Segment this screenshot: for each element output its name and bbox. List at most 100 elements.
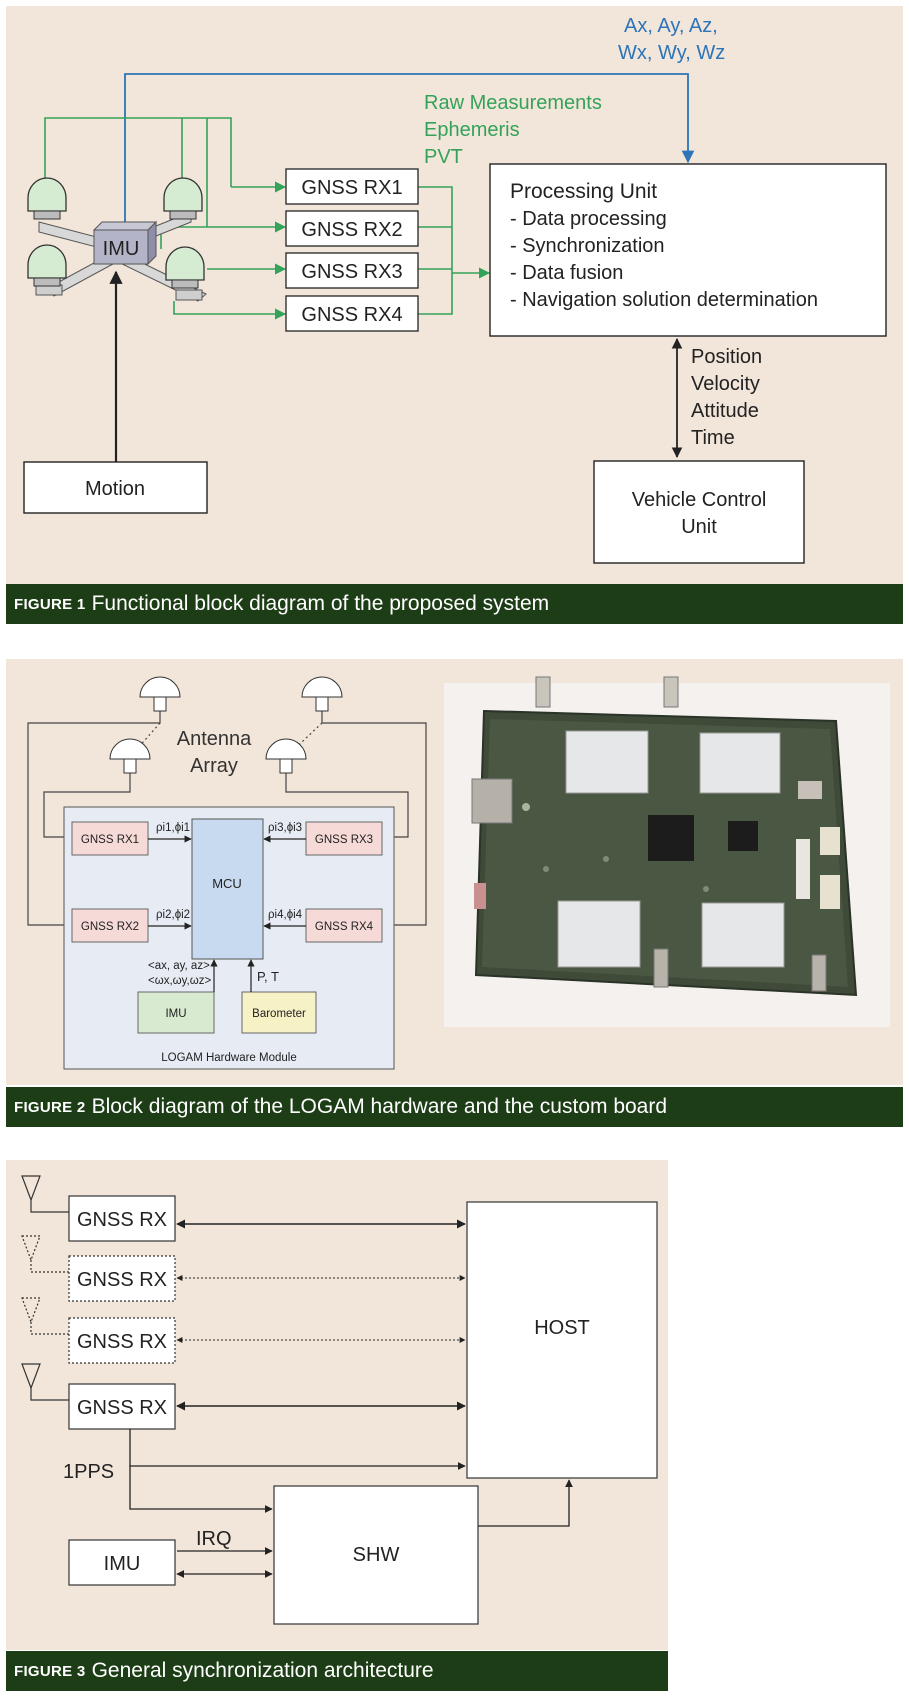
module-label: LOGAM Hardware Module bbox=[161, 1052, 297, 1064]
figure3-panel: GNSS RX GNSS RX GNSS RX GNSS RX HOST bbox=[6, 1160, 668, 1650]
svg-text:GNSS RX4: GNSS RX4 bbox=[301, 304, 402, 326]
svg-text:GNSS RX: GNSS RX bbox=[77, 1209, 167, 1231]
mcu-label: MCU bbox=[212, 876, 242, 891]
antenna-icon bbox=[21, 1235, 69, 1273]
irq-label: IRQ bbox=[196, 1528, 232, 1550]
imu-signal-label-1: Ax, Ay, Az, bbox=[624, 15, 718, 37]
pps-label: 1PPS bbox=[63, 1461, 114, 1483]
svg-text:Vehicle Control: Vehicle Control bbox=[632, 489, 767, 511]
processing-task: - Data processing bbox=[510, 208, 667, 230]
barometer-block: Barometer bbox=[241, 991, 317, 1034]
svg-text:SHW: SHW bbox=[353, 1544, 400, 1566]
processing-unit-block: Processing Unit - Data processing - Sync… bbox=[489, 163, 887, 337]
host-block: HOST bbox=[466, 1201, 658, 1479]
mcu-block bbox=[191, 818, 264, 960]
svg-text:GNSS RX2: GNSS RX2 bbox=[81, 921, 139, 933]
svg-text:HOST: HOST bbox=[534, 1317, 590, 1339]
output-position: Position bbox=[691, 346, 762, 368]
gnss-receiver-3: GNSS RX3 bbox=[285, 252, 419, 289]
svg-text:IMU: IMU bbox=[165, 1008, 186, 1020]
svg-text:GNSS RX1: GNSS RX1 bbox=[81, 834, 139, 846]
output-attitude: Attitude bbox=[691, 400, 759, 422]
gnss-receiver-2: GNSS RX2 bbox=[71, 908, 149, 943]
svg-text:GNSS RX: GNSS RX bbox=[77, 1331, 167, 1353]
svg-text:GNSS RX4: GNSS RX4 bbox=[315, 921, 374, 933]
gnss-receiver-2: GNSS RX2 bbox=[285, 210, 419, 247]
svg-text:GNSS RX2: GNSS RX2 bbox=[301, 219, 402, 241]
figure3-diagram: GNSS RX GNSS RX GNSS RX GNSS RX HOST bbox=[21, 1175, 658, 1625]
gnss-receiver-1: GNSS RX1 bbox=[71, 821, 149, 856]
gnss-receiver: GNSS RX bbox=[68, 1195, 176, 1242]
shw-host-link bbox=[478, 1479, 573, 1527]
processing-task: - Navigation solution determination bbox=[510, 289, 818, 311]
svg-text:GNSS RX: GNSS RX bbox=[77, 1269, 167, 1291]
meas-label: ρi3,ϕi3 bbox=[268, 822, 302, 834]
imu-signal-label: <ax, ay, az> bbox=[148, 960, 210, 972]
svg-text:Motion: Motion bbox=[85, 478, 145, 500]
gnss-receiver-1: GNSS RX1 bbox=[285, 168, 419, 205]
imu-signal-label: <ωx,ωy,ωz> bbox=[148, 975, 211, 987]
caption-text: Functional block diagram of the proposed… bbox=[91, 592, 550, 615]
processing-task: - Data fusion bbox=[510, 262, 623, 284]
gnss-receiver-4: GNSS RX4 bbox=[305, 908, 383, 943]
figure2-panel: Antenna Array LOGAM Hardware Module MCU … bbox=[6, 659, 903, 1085]
antenna-wiring bbox=[35, 117, 491, 320]
output-time: Time bbox=[691, 427, 735, 449]
imu-label: IMU bbox=[103, 238, 140, 260]
gnss-output-pvt: PVT bbox=[424, 146, 463, 168]
antenna-icon bbox=[109, 738, 151, 774]
output-velocity: Velocity bbox=[691, 373, 760, 395]
antenna-icon bbox=[21, 1363, 69, 1401]
gnss-receiver: GNSS RX bbox=[68, 1255, 176, 1302]
figure1-caption: FIGURE 1 Functional block diagram of the… bbox=[6, 584, 903, 624]
svg-text:Unit: Unit bbox=[681, 516, 717, 538]
svg-text:Barometer: Barometer bbox=[252, 1008, 306, 1020]
figure3-caption: FIGURE 3 General synchronization archite… bbox=[6, 1651, 668, 1691]
meas-label: ρi1,ϕi1 bbox=[156, 822, 190, 834]
figure1-diagram: Ax, Ay, Az, Wx, Wy, Wz bbox=[23, 15, 887, 564]
processing-task: - Synchronization bbox=[510, 235, 665, 257]
figure1-panel: Ax, Ay, Az, Wx, Wy, Wz bbox=[6, 6, 903, 584]
processing-unit-title: Processing Unit bbox=[510, 180, 657, 203]
figure2-caption: FIGURE 2 Block diagram of the LOGAM hard… bbox=[6, 1087, 903, 1127]
imu-block: IMU bbox=[137, 991, 215, 1034]
figure-number: FIGURE 1 bbox=[14, 595, 86, 613]
caption-text: Block diagram of the LOGAM hardware and … bbox=[91, 1095, 668, 1118]
svg-text:GNSS RX1: GNSS RX1 bbox=[301, 177, 402, 199]
imu-signal-line bbox=[124, 73, 695, 230]
meas-label: ρi2,ϕi2 bbox=[156, 909, 190, 921]
gnss-output-ephemeris: Ephemeris bbox=[424, 119, 520, 141]
antenna-icon bbox=[27, 177, 67, 220]
gnss-receiver: GNSS RX bbox=[68, 1317, 176, 1364]
svg-text:GNSS RX: GNSS RX bbox=[77, 1397, 167, 1419]
receiver-mcu-links bbox=[148, 835, 306, 930]
antenna-icon bbox=[265, 738, 307, 774]
custom-board-photo bbox=[444, 676, 890, 1027]
antenna-icon bbox=[301, 676, 343, 712]
gnss-receiver-4: GNSS RX4 bbox=[285, 295, 419, 332]
figure-number: FIGURE 2 bbox=[14, 1098, 86, 1116]
figure2-diagram: Antenna Array LOGAM Hardware Module MCU … bbox=[27, 676, 890, 1070]
baro-signal-label: P, T bbox=[257, 969, 279, 984]
antenna-icon bbox=[139, 676, 181, 712]
svg-text:GNSS RX3: GNSS RX3 bbox=[315, 834, 373, 846]
antenna-icon bbox=[163, 177, 203, 220]
motion-block: Motion bbox=[23, 461, 208, 514]
antenna-array-label: Antenna bbox=[177, 728, 252, 750]
caption-text: General synchronization architecture bbox=[91, 1659, 434, 1682]
antenna-icon bbox=[21, 1175, 69, 1213]
receiver-host-links bbox=[176, 1219, 466, 1411]
antenna-array-label: Array bbox=[190, 755, 238, 777]
imu-block: IMU bbox=[68, 1539, 176, 1586]
imu-block: IMU bbox=[92, 220, 158, 266]
figure-number: FIGURE 3 bbox=[14, 1662, 86, 1680]
meas-label: ρi4,ϕi4 bbox=[268, 909, 303, 921]
antenna-icon bbox=[21, 1297, 69, 1335]
pps-line bbox=[129, 1429, 466, 1513]
svg-text:GNSS RX3: GNSS RX3 bbox=[301, 261, 402, 283]
vehicle-control-unit-block: Vehicle Control Unit bbox=[593, 460, 805, 564]
shw-block: SHW bbox=[273, 1485, 479, 1625]
gnss-receiver: GNSS RX bbox=[68, 1383, 176, 1430]
imu-signal-label-2: Wx, Wy, Wz bbox=[618, 42, 725, 64]
antenna-icon bbox=[27, 244, 67, 287]
